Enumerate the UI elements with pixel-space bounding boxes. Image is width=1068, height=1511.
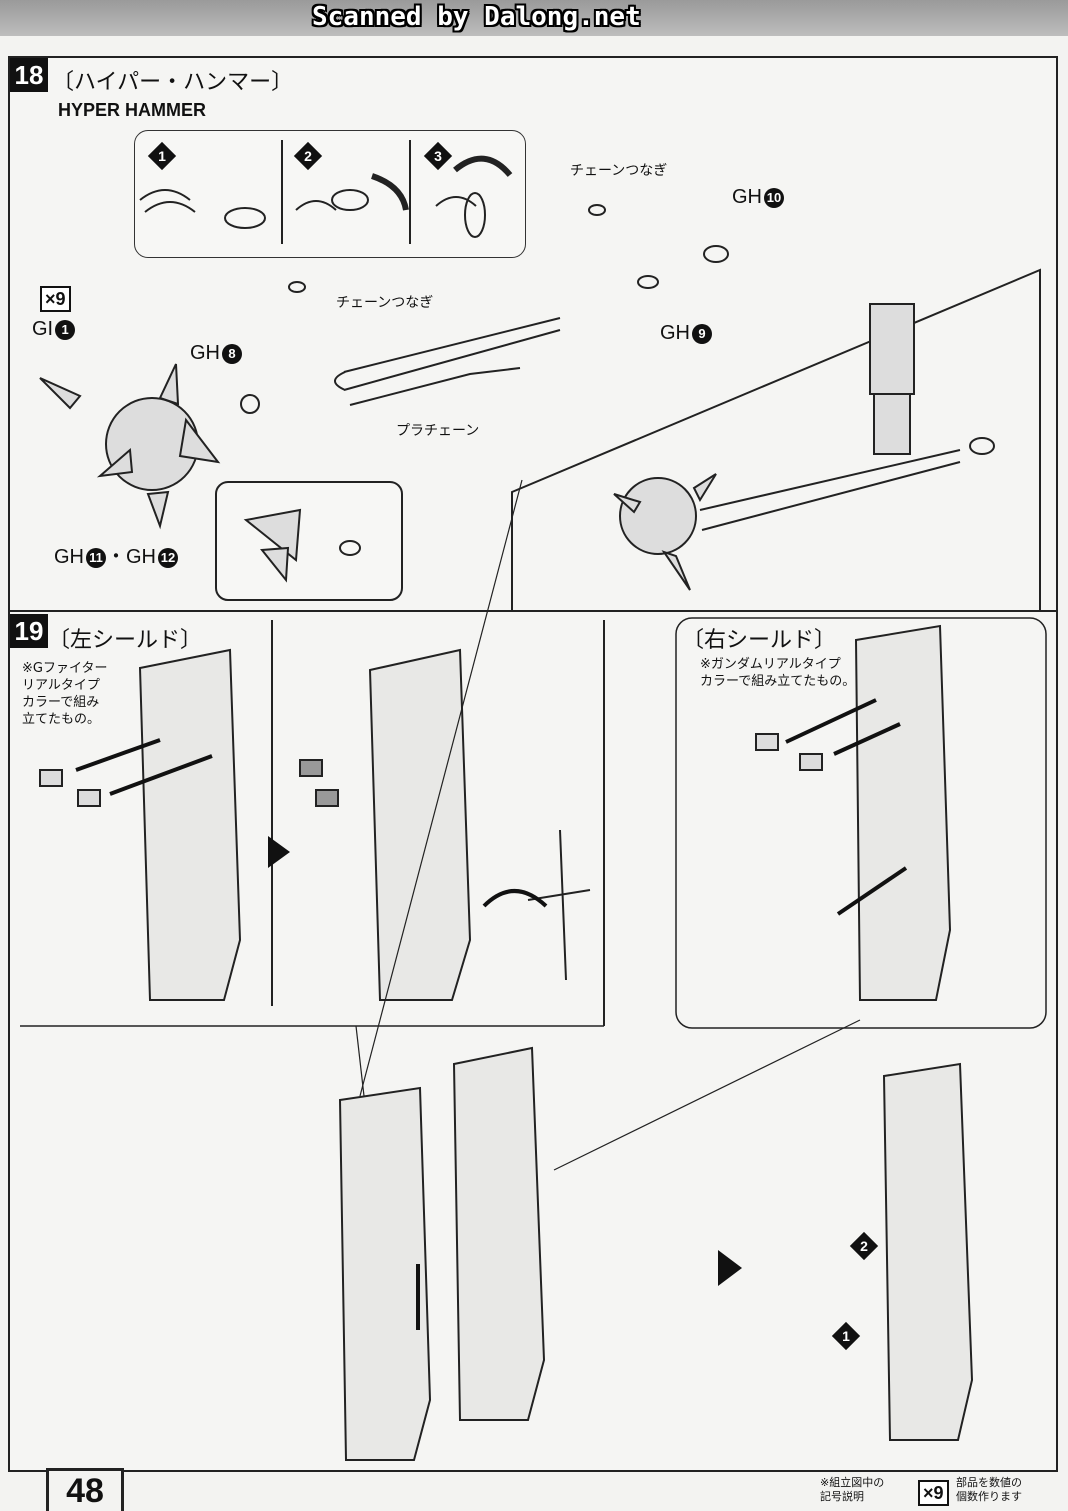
legend-x9-badge: ×9 [918, 1480, 949, 1506]
label-chain-joint-mid: チェーンつなぎ [336, 295, 434, 311]
right-shield-title: 〔右シールド〕 [682, 628, 837, 653]
left-shield-title: 〔左シールド〕 [48, 628, 203, 653]
label-plastic-chain: プラチェーン [396, 423, 480, 439]
left-shield-note: ※Gファイター リアルタイプ カラーで組み 立てたもの。 [22, 661, 108, 727]
step-divider [8, 610, 1058, 612]
legend-description: 部品を数値の 個数作ります [956, 1476, 1022, 1503]
page-number: 48 [46, 1468, 124, 1511]
right-shield-note: ※ガンダムリアルタイプ カラーで組み立てたもの。 [700, 657, 856, 689]
chain-sub-steps-inset [134, 130, 526, 258]
step-18-title-en: HYPER HAMMER [58, 100, 207, 120]
step-18-title-jp: 〔ハイパー・ハンマー〕 [52, 70, 294, 95]
step-18-number: 18 [10, 58, 48, 92]
quantity-x9-badge: ×9 [40, 286, 71, 312]
label-chain-joint-top: チェーンつなぎ [570, 163, 668, 179]
scan-header-bar [0, 0, 1068, 36]
watermark-text: Scanned by Dalong.net [312, 2, 641, 32]
step-19-number: 19 [10, 614, 48, 648]
legend-title: ※組立図中の 記号説明 [820, 1476, 885, 1503]
